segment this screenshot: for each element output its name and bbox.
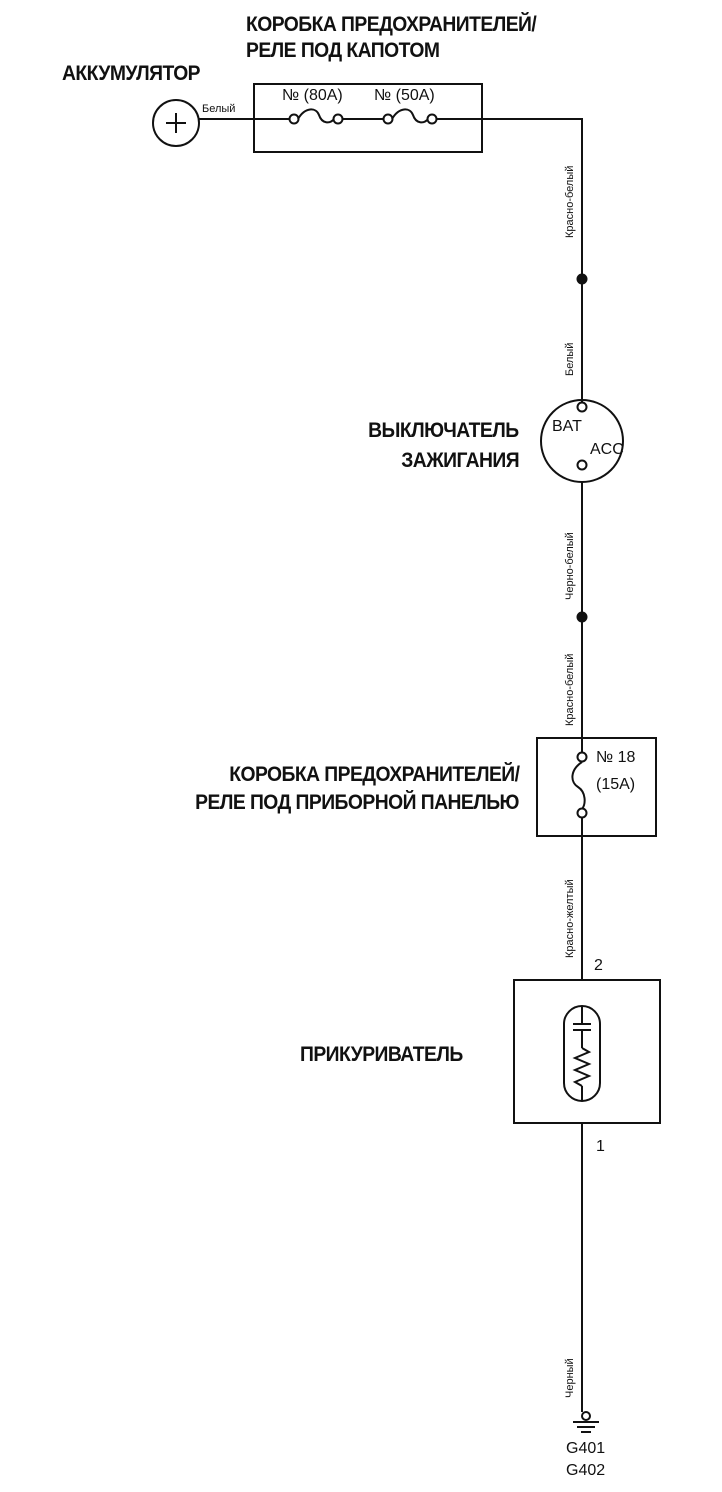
fuse-50a-label: № (50A) <box>374 87 435 104</box>
ignition-label-line2: ЗАЖИГАНИЯ <box>401 449 519 472</box>
wire-label-box-to-splice: Красно-белый <box>564 165 576 238</box>
wire-label-ignition-to-splice: Черно-белый <box>564 532 576 600</box>
hood-box-label-line1: КОРОБКА ПРЕДОХРАНИТЕЛЕЙ/ <box>246 13 537 36</box>
dash-box-label-line1: КОРОБКА ПРЕДОХРАНИТЕЛЕЙ/ <box>228 763 520 786</box>
fuse-80a-link <box>297 108 335 124</box>
dash-fuse-terminal-bottom <box>576 807 588 819</box>
ignition-acc-terminal <box>576 459 588 471</box>
dash-fuse-link <box>571 761 586 810</box>
fuse-50a-terminal-right <box>426 113 438 125</box>
hood-box-label-line2: РЕЛЕ ПОД КАПОТОМ <box>246 39 440 62</box>
ignition-acc-label: ACC <box>590 441 624 458</box>
ignition-label-line1: ВЫКЛЮЧАТЕЛЬ <box>368 419 519 442</box>
wire-label-dash-to-lighter: Красно-желтый <box>564 879 576 958</box>
fuse-50a-link <box>391 108 429 124</box>
lighter-box <box>513 979 661 1124</box>
lighter-label: ПРИКУРИВАТЕЛЬ <box>300 1043 463 1066</box>
ground-label-g402: G402 <box>566 1462 606 1479</box>
dash-fuse-box <box>536 737 657 837</box>
dash-fuse-rating: (15A) <box>596 776 636 793</box>
battery-label: АККУМУЛЯТОР <box>62 62 201 85</box>
lighter-heating-coil <box>572 1047 592 1087</box>
wire-label-battery: Белый <box>202 103 236 115</box>
dash-fuse-number: № 18 <box>596 749 636 766</box>
ignition-bat-terminal <box>576 401 588 413</box>
wire-label-splice-to-ignition: Белый <box>564 342 576 376</box>
dash-fuse-terminal-top <box>576 751 588 763</box>
fuse-80a-terminal-left <box>288 113 300 125</box>
battery-terminal-symbol <box>152 99 200 147</box>
wire-box-to-trunk <box>482 118 583 279</box>
fuse-50a-terminal-left <box>382 113 394 125</box>
ignition-bat-label: BAT <box>552 418 582 435</box>
lighter-pin-1: 1 <box>596 1138 605 1155</box>
fuse-80a-terminal-right <box>332 113 344 125</box>
lighter-pin-2: 2 <box>594 957 603 974</box>
fuse-80a-label: № (80A) <box>282 87 343 104</box>
ground-label-g401: G401 <box>566 1440 606 1457</box>
dash-box-label-line2: РЕЛЕ ПОД ПРИБОРНОЙ ПАНЕЛЬЮ <box>195 791 519 814</box>
ground-terminal <box>581 1411 591 1421</box>
wire-label-lighter-to-ground: Черный <box>564 1358 576 1398</box>
wire-label-splice-to-dash: Красно-белый <box>564 653 576 726</box>
